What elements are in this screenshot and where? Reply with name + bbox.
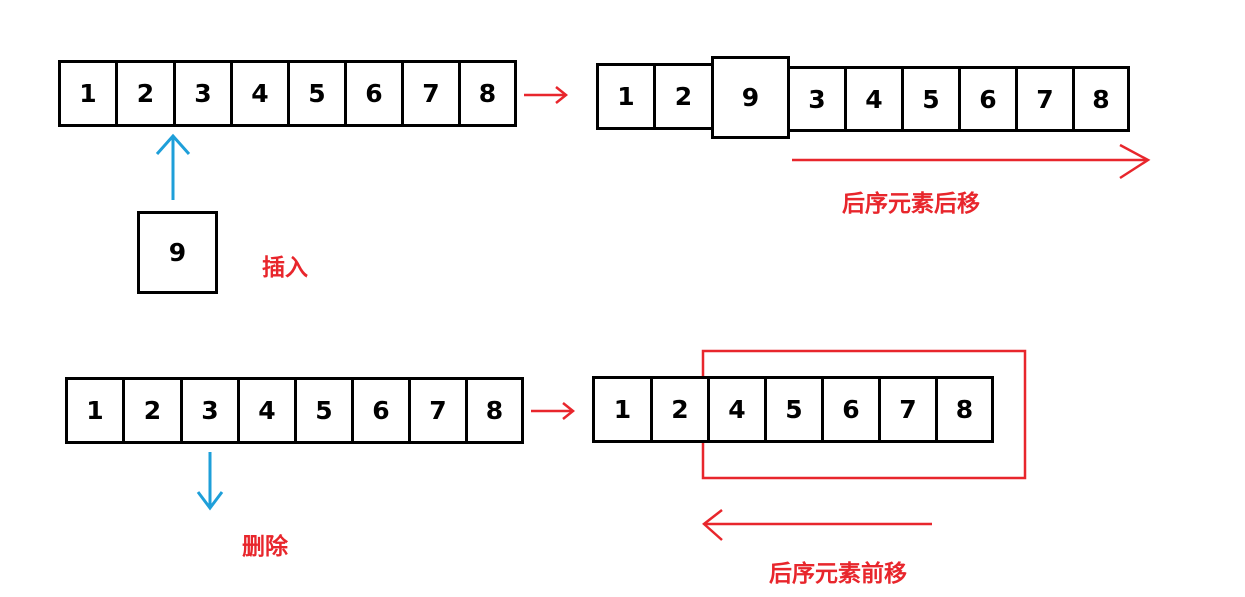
array-cell: 1 xyxy=(592,376,653,443)
array-cell: 6 xyxy=(344,60,404,127)
delete-label: 删除 xyxy=(242,534,288,560)
insert-label: 插入 xyxy=(262,255,308,281)
inserted-cell: 9 xyxy=(711,56,790,139)
array-cell: 1 xyxy=(65,377,125,444)
array-cell: 8 xyxy=(465,377,524,444)
shift-left-label: 后序元素前移 xyxy=(769,561,907,587)
array-cell: 5 xyxy=(287,60,347,127)
array-cell: 7 xyxy=(1015,66,1075,132)
array-cell: 4 xyxy=(237,377,297,444)
insert-up-arrow xyxy=(155,133,191,200)
array-cell: 4 xyxy=(230,60,290,127)
array-cell: 7 xyxy=(878,376,938,443)
deleted-cell: 3 xyxy=(180,377,240,444)
array-cell: 2 xyxy=(653,63,714,130)
shift-right-label: 后序元素后移 xyxy=(842,191,980,217)
array-cell: 6 xyxy=(821,376,881,443)
array-cell: 2 xyxy=(650,376,710,443)
insert-transition-arrow xyxy=(524,86,569,104)
array-cell: 2 xyxy=(115,60,176,127)
array-cell: 8 xyxy=(1072,66,1130,132)
new-element-box: 9 xyxy=(137,211,218,294)
delete-down-arrow xyxy=(196,452,224,511)
array-cell: 5 xyxy=(294,377,354,444)
array-cell: 3 xyxy=(787,66,847,132)
array-cell: 4 xyxy=(844,66,904,132)
array-cell: 7 xyxy=(408,377,468,444)
array-cell: 4 xyxy=(707,376,767,443)
shift-right-arrow xyxy=(792,143,1151,180)
array-cell: 6 xyxy=(351,377,411,444)
shift-left-arrow xyxy=(702,509,932,541)
array-cell: 2 xyxy=(122,377,183,444)
array-cell: 5 xyxy=(764,376,824,443)
array-cell: 6 xyxy=(958,66,1018,132)
array-cell: 5 xyxy=(901,66,961,132)
array-cell: 3 xyxy=(173,60,233,127)
array-cell: 1 xyxy=(58,60,118,127)
array-cell: 8 xyxy=(458,60,517,127)
array-cell: 8 xyxy=(935,376,994,443)
array-cell: 7 xyxy=(401,60,461,127)
array-cell: 1 xyxy=(596,63,656,130)
delete-transition-arrow xyxy=(531,402,576,420)
